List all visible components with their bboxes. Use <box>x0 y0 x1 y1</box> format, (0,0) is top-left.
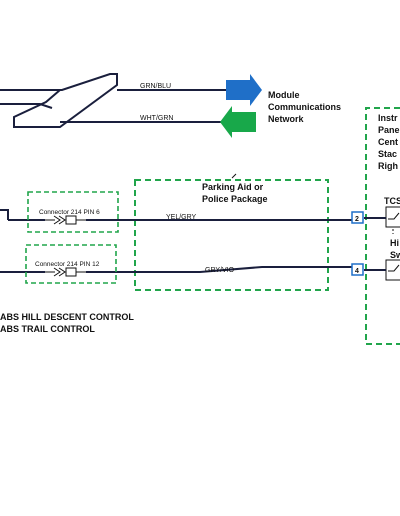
wire-gry-vio-group: Connector 214 PIN 12 GRY/VIO 4 <box>0 244 386 284</box>
network-in-arrow-icon <box>220 106 256 138</box>
instrument-panel-outline <box>365 107 400 345</box>
connector-214-pin6-outline <box>27 191 119 233</box>
instrument-panel-line-1: Instr <box>378 113 398 123</box>
parking-aid-outline <box>134 179 329 291</box>
wire-label-yel-gry: YEL/GRY <box>166 214 197 221</box>
hill-switch-box <box>385 259 400 281</box>
connector-pin6-body <box>65 215 77 225</box>
instrument-panel-line-5: Righ <box>378 161 398 171</box>
pin-4-label: 4 <box>355 268 359 275</box>
wire-label-gry-vio: GRY/VIO <box>205 267 235 274</box>
pin-2-box <box>351 211 364 224</box>
network-label-line-1: Module <box>268 90 300 100</box>
notes-section: ABS HILL DESCENT CONTROL ABS TRAIL CONTR… <box>0 312 134 334</box>
hill-switch-label-2: Sw <box>390 250 400 260</box>
network-label-line-3: Network <box>268 114 305 124</box>
wire-yel-gry-stub <box>0 209 9 220</box>
connector-214-pin6-label: Connector 214 PIN 6 <box>39 209 100 216</box>
note-abs-trail-control: ABS TRAIL CONTROL <box>0 324 95 334</box>
connector-pin6-icon <box>45 215 66 225</box>
tcs-switch-label: TCS <box>384 196 400 206</box>
connector-pin12-icon <box>45 267 66 277</box>
instrument-panel-line-4: Stac <box>378 149 397 159</box>
instrument-panel-line-3: Cent <box>378 137 398 147</box>
wire-label-grn-blu: GRN/BLU <box>140 83 171 90</box>
wire-label-wht-grn: WHT/GRN <box>140 115 173 122</box>
pin-4-box <box>351 263 364 276</box>
instrument-panel-section: Instr Pane Cent Stac Righ TCS Hi Sw <box>365 107 400 345</box>
wire-gry-vio-run <box>86 266 352 273</box>
hill-switch-icon <box>388 264 400 272</box>
parking-aid-section: Parking Aid or Police Package <box>134 173 329 291</box>
parking-aid-line-1: Parking Aid or <box>202 182 264 192</box>
instrument-panel-line-2: Pane <box>378 125 400 135</box>
hill-switch-label-1: Hi <box>390 238 399 248</box>
parking-aid-tick <box>231 173 237 179</box>
connector-214-pin12-outline <box>25 244 117 284</box>
connector-pin12-body <box>65 267 77 277</box>
tcs-switch-box <box>385 206 400 228</box>
parking-aid-line-2: Police Package <box>202 194 268 204</box>
network-wire-top <box>0 73 118 128</box>
network-out-arrow-icon <box>226 74 262 106</box>
network-label-line-2: Communications <box>268 102 341 112</box>
tcs-switch-icon <box>388 212 400 220</box>
wire-yel-gry-group: Connector 214 PIN 6 YEL/GRY 2 <box>0 191 386 233</box>
note-abs-hill-descent: ABS HILL DESCENT CONTROL <box>0 312 134 322</box>
pin-2-label: 2 <box>355 216 359 223</box>
connector-214-pin12-label: Connector 214 PIN 12 <box>35 261 100 268</box>
network-section: GRN/BLU WHT/GRN Module Communications Ne… <box>0 73 341 138</box>
network-wire-bottom <box>0 103 53 109</box>
